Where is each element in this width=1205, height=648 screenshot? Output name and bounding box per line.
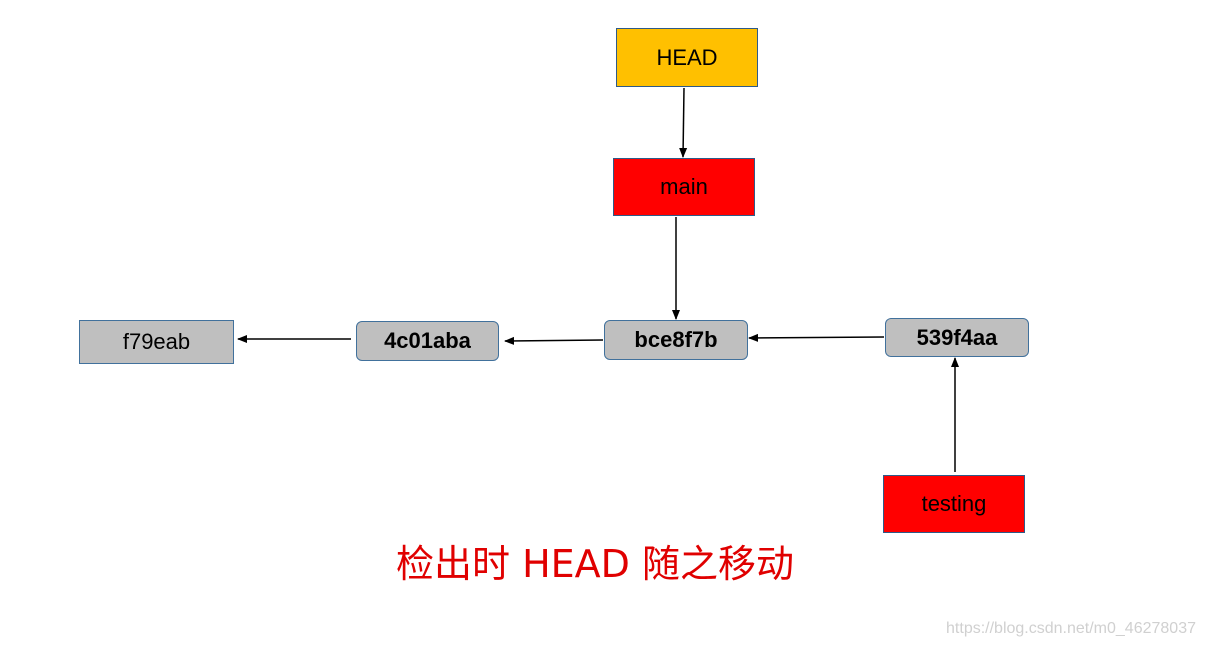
commit-4c01aba: 4c01aba (356, 321, 499, 361)
commit-539f4aa-label: 539f4aa (916, 324, 998, 350)
watermark: https://blog.csdn.net/m0_46278037 (946, 620, 1196, 637)
arrow-539f4aa-to-bce8f7b (748, 333, 885, 342)
head-pointer-label: HEAD (656, 44, 718, 70)
branch-testing: testing (883, 475, 1025, 533)
commit-bce8f7b-label: bce8f7b (634, 327, 718, 352)
head-pointer: HEAD (616, 28, 758, 87)
arrow-bce8f7b-to-4c01aba (504, 336, 604, 345)
commit-bce8f7b: bce8f7b (604, 320, 748, 360)
diagram-caption: 检出时 HEAD 随之移动 (396, 542, 794, 586)
branch-main: main (613, 158, 755, 216)
branch-main-label: main (660, 174, 708, 199)
arrow-head-to-main (679, 87, 688, 158)
branch-testing-label: testing (921, 491, 987, 516)
commit-f79eab: f79eab (79, 320, 234, 364)
commit-4c01aba-label: 4c01aba (384, 328, 471, 353)
commit-f79eab-label: f79eab (122, 329, 191, 354)
commit-539f4aa: 539f4aa (885, 318, 1029, 357)
